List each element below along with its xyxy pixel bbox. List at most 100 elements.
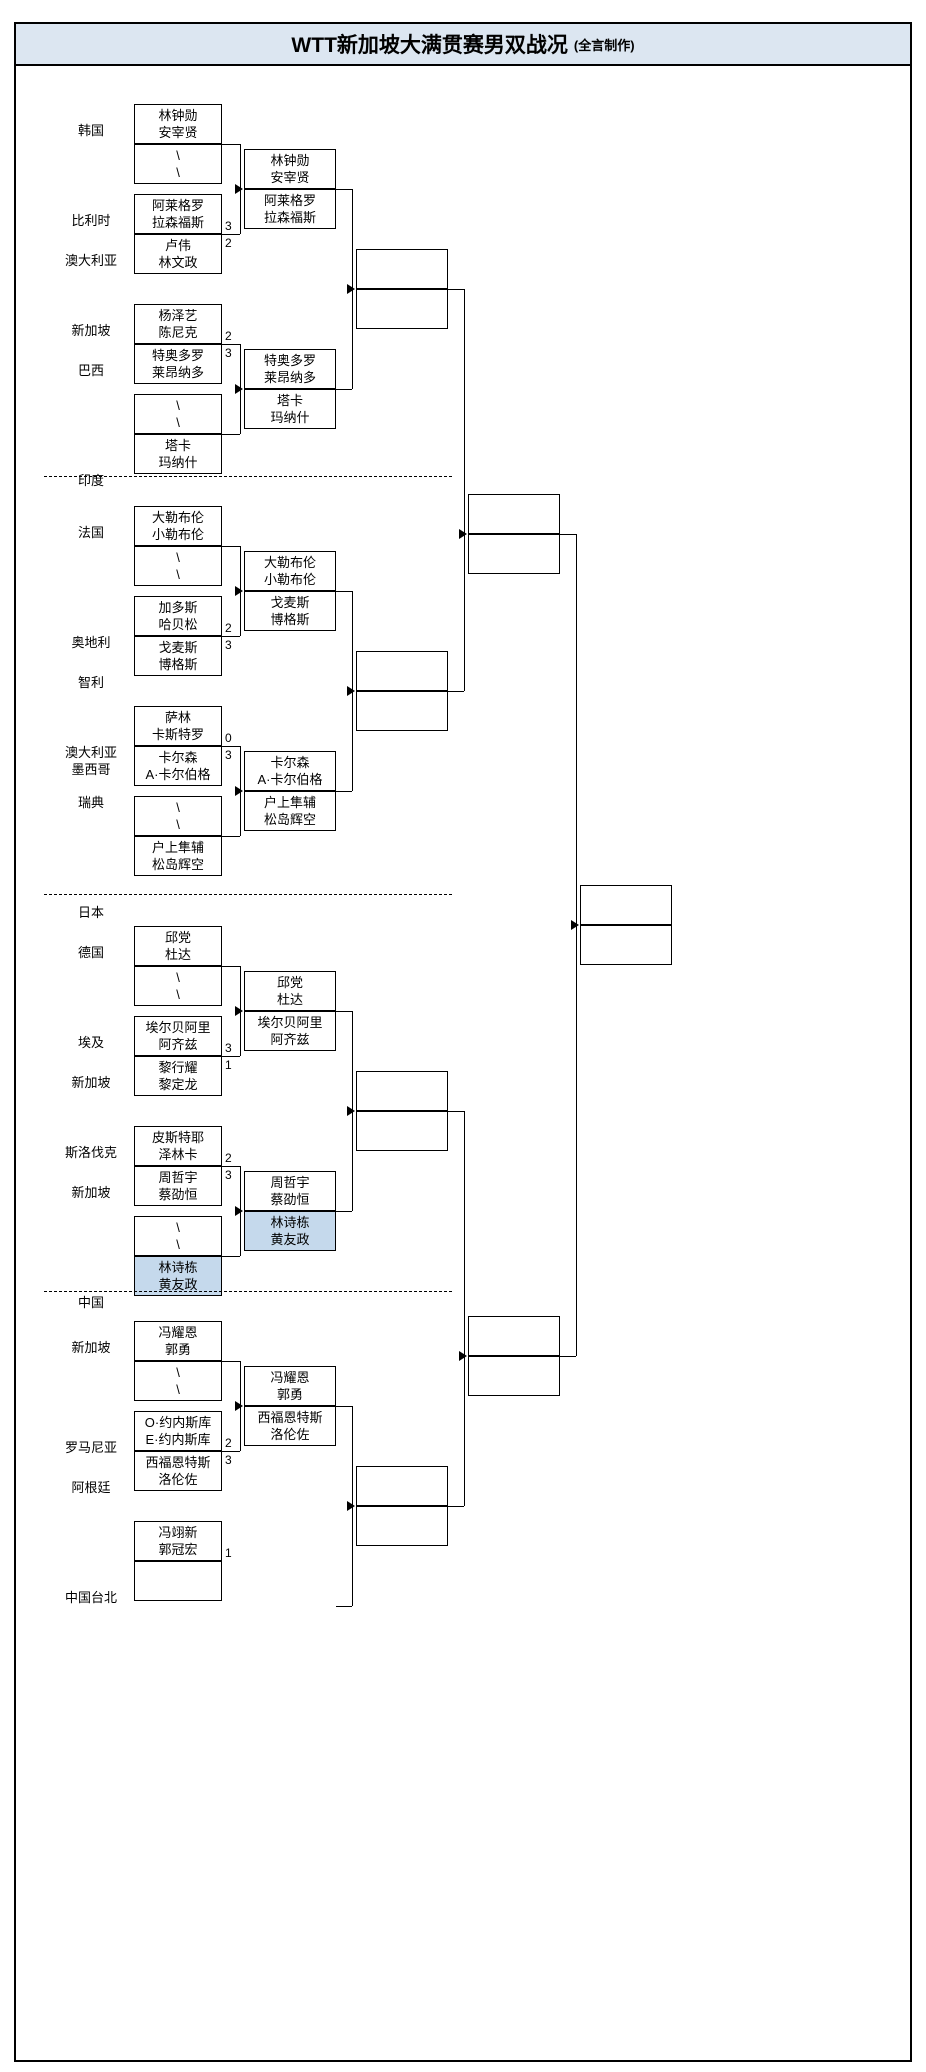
player-name: 戈麦斯	[158, 640, 198, 655]
player-name: 阿齐兹	[158, 1037, 198, 1052]
r1-team-box[interactable]: 萨林卡斯特罗	[134, 706, 222, 746]
r1-team-box[interactable]: \\	[134, 394, 222, 434]
r2-team-box[interactable]: 冯耀恩郭勇	[244, 1366, 336, 1406]
r1-team-box[interactable]: \\	[134, 546, 222, 586]
r2-team-box[interactable]: 戈麦斯博格斯	[244, 591, 336, 631]
r1-team-box[interactable]: 周哲宇蔡劭恒	[134, 1166, 222, 1206]
r2-team-box[interactable]: 林钟勋安宰贤	[244, 149, 336, 189]
player-name: A·卡尔伯格	[257, 772, 323, 787]
r1-team-box[interactable]: 戈麦斯博格斯	[134, 636, 222, 676]
section-separator	[44, 476, 452, 477]
r3-team-box[interactable]	[356, 691, 448, 731]
r2-team-box[interactable]: 大勒布伦小勒布伦	[244, 551, 336, 591]
r2-team-box[interactable]: 特奥多罗莱昂纳多	[244, 349, 336, 389]
r1-team-box[interactable]: 黎行耀黎定龙	[134, 1056, 222, 1096]
r3-team-box[interactable]	[356, 651, 448, 691]
r3-team-box[interactable]	[356, 1111, 448, 1151]
player-name: 特奥多罗	[151, 348, 204, 363]
r1-team-box[interactable]: 林钟勋安宰贤	[134, 104, 222, 144]
player-name	[400, 1486, 404, 1503]
connector-line	[448, 1506, 464, 1507]
r1-team-box[interactable]: \\	[134, 966, 222, 1006]
player-name: 拉森福斯	[151, 215, 204, 230]
connector-arrow	[235, 1401, 243, 1411]
section-separator	[44, 1291, 452, 1292]
country-label: 瑞典	[77, 795, 104, 810]
r3-team-box[interactable]	[356, 1506, 448, 1546]
r1-team-box[interactable]: 埃尔贝阿里阿齐兹	[134, 1016, 222, 1056]
r1-team-box[interactable]: 林诗栋黄友政	[134, 1256, 222, 1296]
player-name: 大勒布伦	[263, 555, 316, 570]
semifinal-box[interactable]	[468, 494, 560, 534]
country-label: 奥地利	[71, 635, 111, 650]
player-name: 玛纳什	[158, 455, 198, 470]
r1-team-box[interactable]: 户上隼辅松岛辉空	[134, 836, 222, 876]
player-name: 莱昂纳多	[263, 370, 316, 385]
player-name: 卡尔森	[270, 755, 310, 770]
connector-line	[336, 1211, 352, 1212]
r2-team-box[interactable]: 周哲宇蔡劭恒	[244, 1171, 336, 1211]
r1-team-box[interactable]: \\	[134, 1216, 222, 1256]
r3-team-box[interactable]	[356, 249, 448, 289]
r1-team-box[interactable]: 邱党杜达	[134, 926, 222, 966]
player-name: 塔卡	[164, 438, 191, 453]
final-box[interactable]	[580, 925, 672, 965]
semifinal-box[interactable]	[468, 534, 560, 574]
final-box[interactable]	[580, 885, 672, 925]
country-label: 斯洛伐克	[64, 1145, 117, 1160]
bracket-frame: WTT新加坡大满贯赛男双战况 (全言制作) 韩国比利时澳大利亚新加坡巴西印度林钟…	[14, 22, 912, 2062]
r2-team-box[interactable]: 西福恩特斯洛伦佐	[244, 1406, 336, 1446]
r2-team-box[interactable]: 卡尔森 A·卡尔伯格	[244, 751, 336, 791]
player-name: 博格斯	[270, 612, 310, 627]
r1-team-box[interactable]: 大勒布伦小勒布伦	[134, 506, 222, 546]
r1-team-box[interactable]: 阿莱格罗拉森福斯	[134, 194, 222, 234]
r3-team-box[interactable]	[356, 289, 448, 329]
r1-team-box[interactable]: \\	[134, 796, 222, 836]
connector-line	[464, 289, 465, 691]
r1-team-box[interactable]: 杨泽艺陈尼克	[134, 304, 222, 344]
country-label: 罗马尼亚	[64, 1440, 117, 1455]
player-name: \	[176, 817, 180, 832]
r2-team-box[interactable]: 阿莱格罗拉森福斯	[244, 189, 336, 229]
r1-team-box[interactable]: 西福恩特斯洛伦佐	[134, 1451, 222, 1491]
r3-team-box[interactable]	[356, 1466, 448, 1506]
r2-team-box[interactable]: 户上隼辅松岛辉空	[244, 791, 336, 831]
r1-team-box[interactable]	[134, 1561, 222, 1601]
r1-team-box[interactable]: 塔卡玛纳什	[134, 434, 222, 474]
r1-team-box[interactable]: 冯翊新郭冠宏	[134, 1521, 222, 1561]
player-name	[512, 497, 516, 514]
player-name: 蔡劭恒	[158, 1187, 198, 1202]
r2-team-box[interactable]: 林诗栋黄友政	[244, 1211, 336, 1251]
connector-line	[222, 636, 240, 637]
r3-team-box[interactable]	[356, 1071, 448, 1111]
player-name	[624, 928, 628, 945]
player-name	[400, 1526, 404, 1543]
semifinal-box[interactable]	[468, 1316, 560, 1356]
r1-team-box[interactable]: 特奥多罗莱昂纳多	[134, 344, 222, 384]
r1-team-box[interactable]: \\	[134, 1361, 222, 1401]
match-score: 0	[225, 731, 232, 745]
player-name: 陈尼克	[158, 325, 198, 340]
r1-team-box[interactable]: \\	[134, 144, 222, 184]
r1-team-box[interactable]: 卢伟林文政	[134, 234, 222, 274]
player-name: 卢伟	[164, 238, 191, 253]
r2-team-box[interactable]: 邱党杜达	[244, 971, 336, 1011]
r2-team-box[interactable]: 埃尔贝阿里阿齐兹	[244, 1011, 336, 1051]
player-name: 林诗栋	[270, 1215, 310, 1230]
match-score: 2	[225, 621, 232, 635]
r1-team-box[interactable]: 冯耀恩郭勇	[134, 1321, 222, 1361]
connector-line	[336, 189, 352, 190]
player-name: A·卡尔伯格	[145, 767, 211, 782]
r1-team-box[interactable]: 皮斯特耶泽林卡	[134, 1126, 222, 1166]
connector-line	[222, 144, 240, 145]
match-score: 3	[225, 638, 232, 652]
connector-line	[448, 1111, 464, 1112]
r2-team-box[interactable]: 塔卡玛纳什	[244, 389, 336, 429]
semifinal-box[interactable]	[468, 1356, 560, 1396]
country-label: 韩国	[77, 123, 104, 138]
r1-team-box[interactable]: 加多斯哈贝松	[134, 596, 222, 636]
player-name: 杨泽艺	[158, 308, 198, 323]
player-name	[400, 1131, 404, 1148]
